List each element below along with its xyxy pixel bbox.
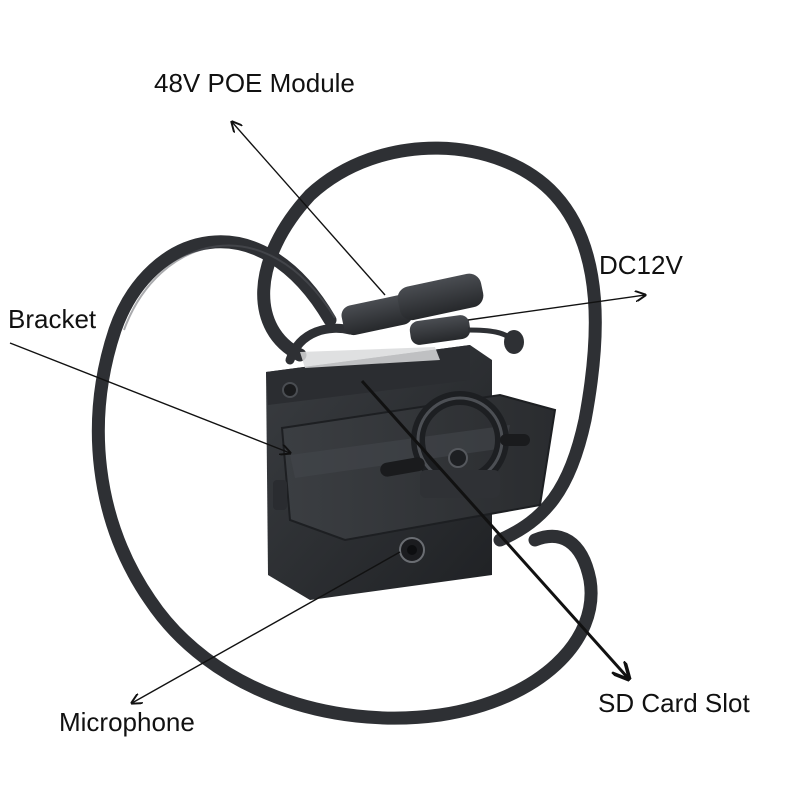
poe-module-label: 48V POE Module [154,68,355,98]
sd-card-slot-label: SD Card Slot [598,688,750,718]
sd-slot-leader-line [360,379,628,678]
microphone-label: Microphone [59,707,195,737]
bracket-mount [273,391,557,542]
dc12v-leader-line [467,295,645,321]
bracket-label: Bracket [8,304,97,334]
callout-lines [9,122,645,703]
dc12v-label: DC12V [599,250,683,280]
bracket-leader-line [9,342,290,453]
microphone-hole [399,537,425,563]
dc-connector-cluster [285,273,524,365]
microphone-leader-line [132,551,401,703]
poe-leader-line [232,122,386,296]
